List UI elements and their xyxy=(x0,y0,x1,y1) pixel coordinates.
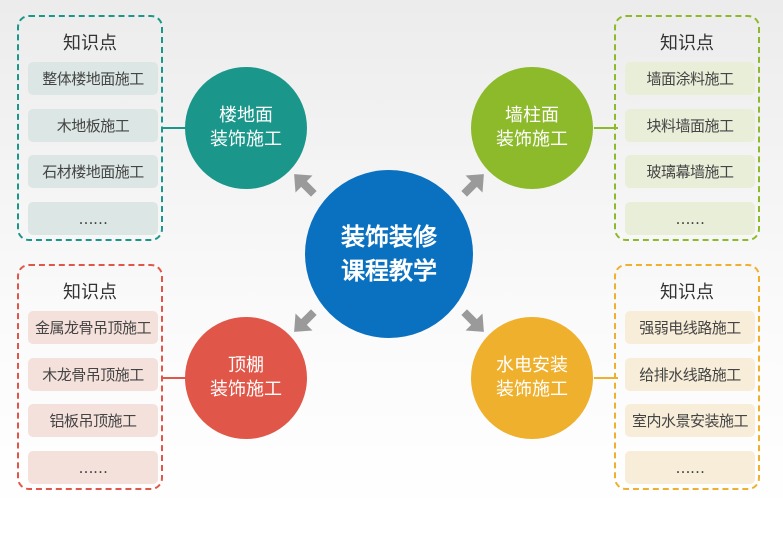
knowledge-box: 知识点墙面涂料施工块料墙面施工玻璃幕墙施工 …… xyxy=(614,15,760,241)
arrow-icon xyxy=(461,174,484,197)
topic-title-line1: 楼地面 xyxy=(219,105,273,126)
topic-title-line2: 装饰施工 xyxy=(210,129,282,150)
topic-title-line2: 装饰施工 xyxy=(496,379,568,400)
center-circle: 装饰装修课程教学 xyxy=(305,170,473,338)
knowledge-item: 整体楼地面施工 xyxy=(28,62,158,95)
knowledge-box-title: 知识点 xyxy=(660,33,714,54)
knowledge-box-title: 知识点 xyxy=(660,282,714,303)
knowledge-item: 金属龙骨吊顶施工 xyxy=(28,311,158,344)
connector-line xyxy=(163,377,187,379)
topic-circle: 水电安装装饰施工 xyxy=(471,317,593,439)
topic-title-line1: 墙柱面 xyxy=(505,105,559,126)
topic-circle: 楼地面装饰施工 xyxy=(185,67,307,189)
topic-title-line1: 水电安装 xyxy=(496,355,568,376)
knowledge-item: 室内水景安装施工 xyxy=(625,404,755,437)
knowledge-item: 玻璃幕墙施工 xyxy=(625,155,755,188)
knowledge-box-title: 知识点 xyxy=(63,33,117,54)
topic-title-line1: 顶棚 xyxy=(228,355,264,376)
knowledge-item: 铝板吊顶施工 xyxy=(28,404,158,437)
arrow-icon xyxy=(294,174,317,197)
knowledge-item: 给排水线路施工 xyxy=(625,358,755,391)
knowledge-item: 块料墙面施工 xyxy=(625,109,755,142)
arrow-icon xyxy=(294,309,317,332)
topic-title-line2: 装饰施工 xyxy=(210,379,282,400)
knowledge-item: …… xyxy=(625,202,755,235)
knowledge-box: 知识点金属龙骨吊顶施工木龙骨吊顶施工铝板吊顶施工 …… xyxy=(17,264,163,490)
center-title-line2: 课程教学 xyxy=(341,257,437,285)
knowledge-item: 墙面涂料施工 xyxy=(625,62,755,95)
center-title-line1: 装饰装修 xyxy=(341,223,437,251)
topic-circle: 顶棚装饰施工 xyxy=(185,317,307,439)
connector-line xyxy=(594,377,618,379)
knowledge-box: 知识点整体楼地面施工木地板施工石材楼地面施工 …… xyxy=(17,15,163,241)
knowledge-item: 石材楼地面施工 xyxy=(28,155,158,188)
arrow-icon xyxy=(461,309,484,332)
knowledge-box: 知识点强弱电线路施工给排水线路施工室内水景安装施工 …… xyxy=(614,264,760,490)
topic-title-line2: 装饰施工 xyxy=(496,129,568,150)
topic-circle: 墙柱面装饰施工 xyxy=(471,67,593,189)
knowledge-box-title: 知识点 xyxy=(63,282,117,303)
knowledge-item: 木龙骨吊顶施工 xyxy=(28,358,158,391)
connector-line xyxy=(163,127,187,129)
knowledge-item: 强弱电线路施工 xyxy=(625,311,755,344)
knowledge-item: …… xyxy=(625,451,755,484)
knowledge-item: 木地板施工 xyxy=(28,109,158,142)
connector-line xyxy=(594,127,618,129)
knowledge-item: …… xyxy=(28,202,158,235)
knowledge-item: …… xyxy=(28,451,158,484)
